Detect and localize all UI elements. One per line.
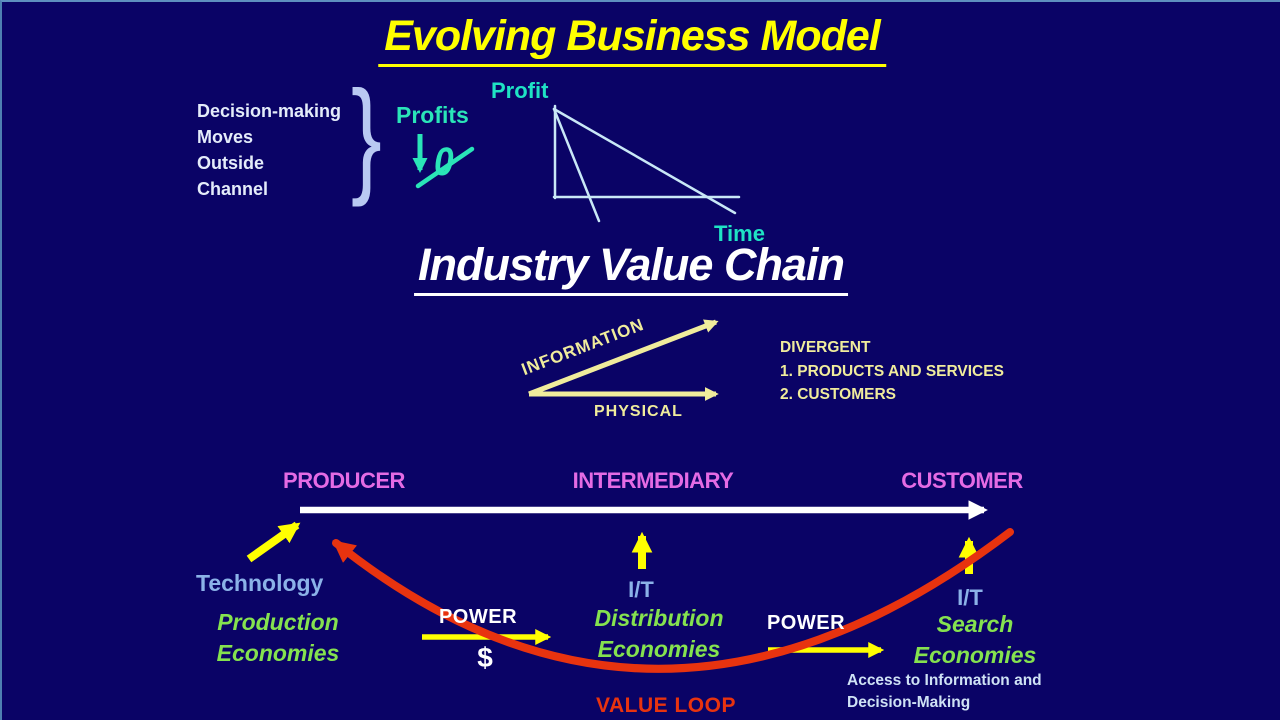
economies-line: Distribution <box>594 605 724 631</box>
it-label-customer: I/T <box>957 585 983 610</box>
economies-line: Production <box>217 609 339 635</box>
profit-decline-gradual-line <box>552 107 737 215</box>
profit-chart <box>552 104 741 223</box>
profit-axis-label: Profit <box>491 78 549 103</box>
search-economies-label: Search Economies <box>914 609 1037 671</box>
intermediary-label: INTERMEDIARY <box>572 468 734 493</box>
decision-line: Moves <box>197 127 254 147</box>
information-label: INFORMATION <box>518 314 647 380</box>
decision-line: Outside <box>197 153 265 173</box>
access-line: Access to Information and <box>847 672 1042 689</box>
production-economies-label: Production Economies <box>217 607 340 669</box>
value-loop-label: VALUE LOOP <box>596 694 736 717</box>
economies-line: Economies <box>913 642 1037 668</box>
zero-glyph: 0 <box>434 140 454 184</box>
economies-line: Economies <box>597 636 721 662</box>
profit-decline-steep-line <box>552 107 601 223</box>
divergent-line: DIVERGENT <box>780 339 871 356</box>
divergent-block: DIVERGENT 1. PRODUCTS AND SERVICES 2. CU… <box>780 336 1004 407</box>
producer-label: PRODUCER <box>283 468 405 493</box>
access-line: Decision-Making <box>847 694 971 711</box>
slide-title: Evolving Business Model <box>378 12 886 67</box>
access-block: Access to Information and Decision-Makin… <box>847 670 1042 714</box>
curly-brace: } <box>351 65 382 208</box>
dollar-sign: $ <box>477 642 493 673</box>
time-axis-label: Time <box>714 221 765 246</box>
distribution-economies-label: Distribution Economies <box>594 603 723 665</box>
it-label-intermediary: I/T <box>628 577 654 602</box>
divergent-line: 2. CUSTOMERS <box>780 386 896 403</box>
profits-label: Profits <box>396 102 469 128</box>
section-title: Industry Value Chain <box>414 239 848 296</box>
divergent-line: 1. PRODUCTS AND SERVICES <box>780 362 1004 380</box>
economies-line: Search <box>936 611 1014 637</box>
decision-line: Decision-making <box>197 101 342 121</box>
decision-block: Decision-making Moves Outside Channel <box>197 98 341 202</box>
decision-line: Channel <box>197 179 269 199</box>
economies-line: Economies <box>216 640 340 666</box>
technology-label: Technology <box>196 570 324 596</box>
power-left-label: POWER <box>438 606 518 628</box>
technology-arrow <box>246 521 301 563</box>
power-right-label: POWER <box>766 612 846 634</box>
customer-label: CUSTOMER <box>901 468 1023 493</box>
physical-label: PHYSICAL <box>594 403 683 420</box>
